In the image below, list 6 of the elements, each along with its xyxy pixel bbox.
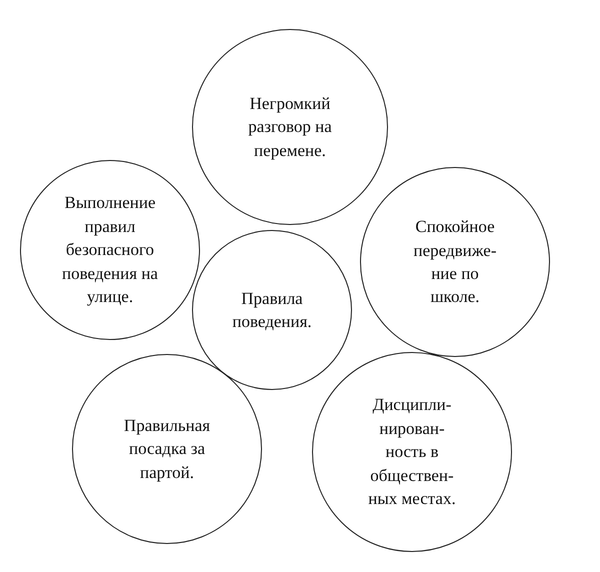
node-text: Негромкий разговор на перемене.	[247, 92, 333, 162]
node-text: Спокойное передвиже- ние по школе.	[412, 216, 498, 308]
node-text: Дисципли- нирован- ность в обществен- ных местах.	[367, 394, 457, 510]
node-text: Правила поведения.	[231, 288, 313, 333]
node-text: Правильная посадка за партой.	[122, 414, 212, 484]
node-text: Выполнение правил безопасного поведения на улице.	[61, 192, 159, 308]
